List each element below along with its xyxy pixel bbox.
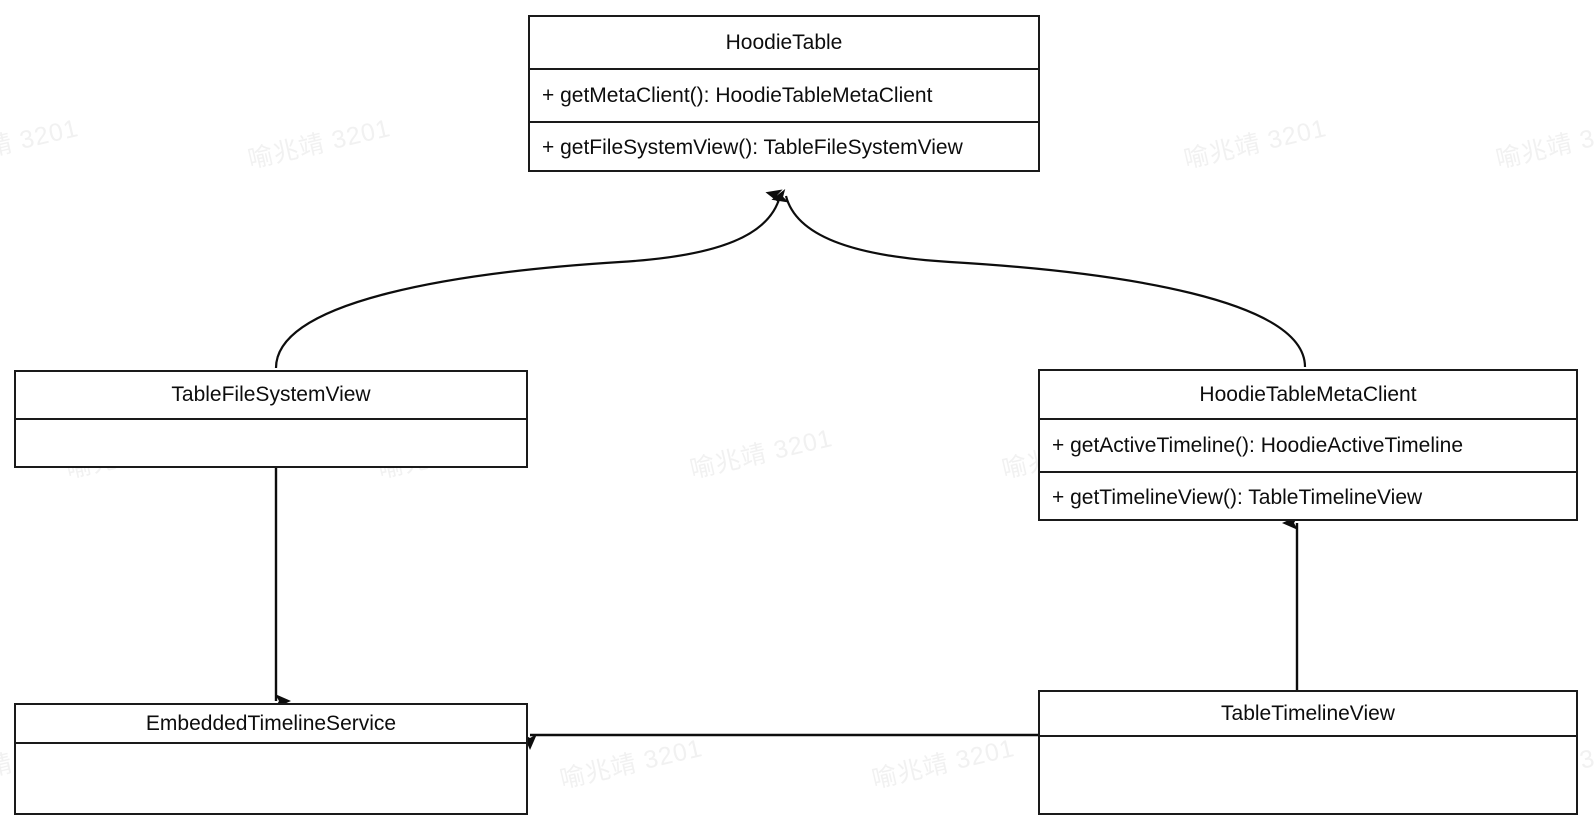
edge-hoodie-table-meta-client-to-hoodie-table (771, 188, 1307, 368)
watermark-text: 喻兆靖 3201 (1493, 114, 1594, 175)
class-name-table-timeline-view: TableTimelineView (1221, 701, 1395, 725)
watermark-text: 喻兆靖 3201 (245, 114, 394, 175)
watermark-text: 喻兆靖 3201 (687, 424, 836, 485)
watermark-text: 喻兆靖 3201 (1181, 114, 1330, 175)
class-name-embedded-timeline-service: EmbeddedTimelineService (145, 711, 397, 735)
class-members-hoodie-table: + getMetaClient(): HoodieTableMetaClient… (530, 68, 1038, 172)
class-member: + getMetaClient(): HoodieTableMetaClient (542, 83, 933, 107)
watermark-text: 喻兆靖 3201 (557, 734, 706, 795)
watermark-text: 喻兆靖 3201 (0, 114, 82, 175)
class-box-hoodie-table[interactable]: HoodieTable + getMetaClient(): HoodieTab… (528, 15, 1040, 172)
edge-table-file-system-view-to-hoodie-table (274, 189, 783, 369)
class-member: + getFileSystemView(): TableFileSystemVi… (530, 121, 1038, 172)
class-box-table-timeline-view[interactable]: TableTimelineView (1038, 690, 1578, 815)
class-members-hoodie-table-meta-client: + getActiveTimeline(): HoodieActiveTimel… (1040, 418, 1576, 522)
class-box-hoodie-table-meta-client[interactable]: HoodieTableMetaClient + getActiveTimelin… (1038, 369, 1578, 521)
class-members-table-file-system-view (16, 418, 526, 466)
class-members-embedded-timeline-service (16, 742, 526, 813)
class-name-hoodie-table-meta-client: HoodieTableMetaClient (1199, 382, 1417, 406)
class-member: + getActiveTimeline(): HoodieActiveTimel… (1052, 433, 1464, 457)
class-name-table-file-system-view: TableFileSystemView (171, 383, 371, 406)
class-name-hoodie-table: HoodieTable (725, 30, 843, 54)
class-box-embedded-timeline-service[interactable]: EmbeddedTimelineService (14, 703, 528, 815)
class-members-table-timeline-view (1040, 735, 1576, 813)
class-box-table-file-system-view[interactable]: TableFileSystemView (14, 370, 528, 468)
watermark-text: 喻兆靖 3201 (869, 734, 1018, 795)
class-member: + getTimelineView(): TableTimelineView (1040, 471, 1576, 522)
